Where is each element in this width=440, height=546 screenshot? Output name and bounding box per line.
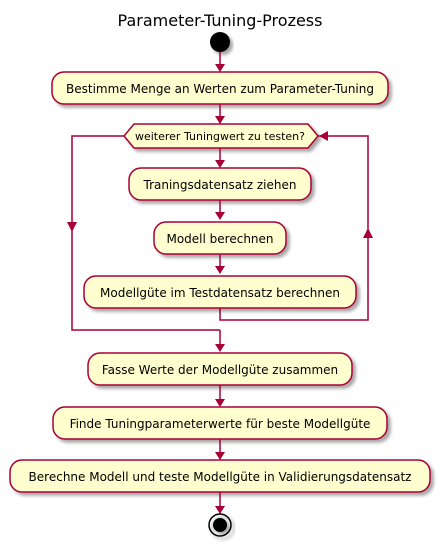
- loop-condition-label: weiterer Tuningwert zu testen?: [135, 130, 305, 143]
- activity-box-4: [83, 275, 357, 309]
- arrow-loop-back-left: [319, 131, 328, 141]
- activity-label-6: Finde Tuningparameterwerte für beste Mod…: [70, 417, 371, 431]
- arrow-a4: [215, 266, 225, 274]
- activity-label-2: Traningsdatensatz ziehen: [143, 178, 297, 192]
- activity-label-7: Berechne Modell und teste Modellgüte in …: [29, 470, 412, 484]
- edge-loop-back: [219, 135, 369, 321]
- arrow-a1: [215, 64, 225, 72]
- activity-label-1: Bestimme Menge an Werten zum Parameter-T…: [66, 82, 374, 96]
- arrow-loop-back-up: [363, 228, 373, 238]
- arrow-cond: [215, 116, 225, 124]
- activity-label-4: Modellgüte im Testdatensatz berechnen: [100, 286, 340, 300]
- edge-loop-exit: [71, 135, 220, 331]
- arrow-a3: [215, 212, 225, 220]
- arrow-loop-exit: [67, 222, 77, 232]
- arrow-a2: [215, 160, 225, 168]
- end-node: [208, 513, 232, 537]
- activity-label-3: Modell berechnen: [166, 232, 273, 246]
- arrow-a5: [215, 344, 225, 352]
- start-node: [210, 32, 230, 52]
- arrow-a6: [215, 399, 225, 407]
- diagram-title: Parameter-Tuning-Prozess: [118, 11, 323, 30]
- arrow-end: [215, 506, 225, 514]
- activity-label-5: Fasse Werte der Modellgüte zusammen: [102, 363, 338, 377]
- arrow-a7: [215, 452, 225, 460]
